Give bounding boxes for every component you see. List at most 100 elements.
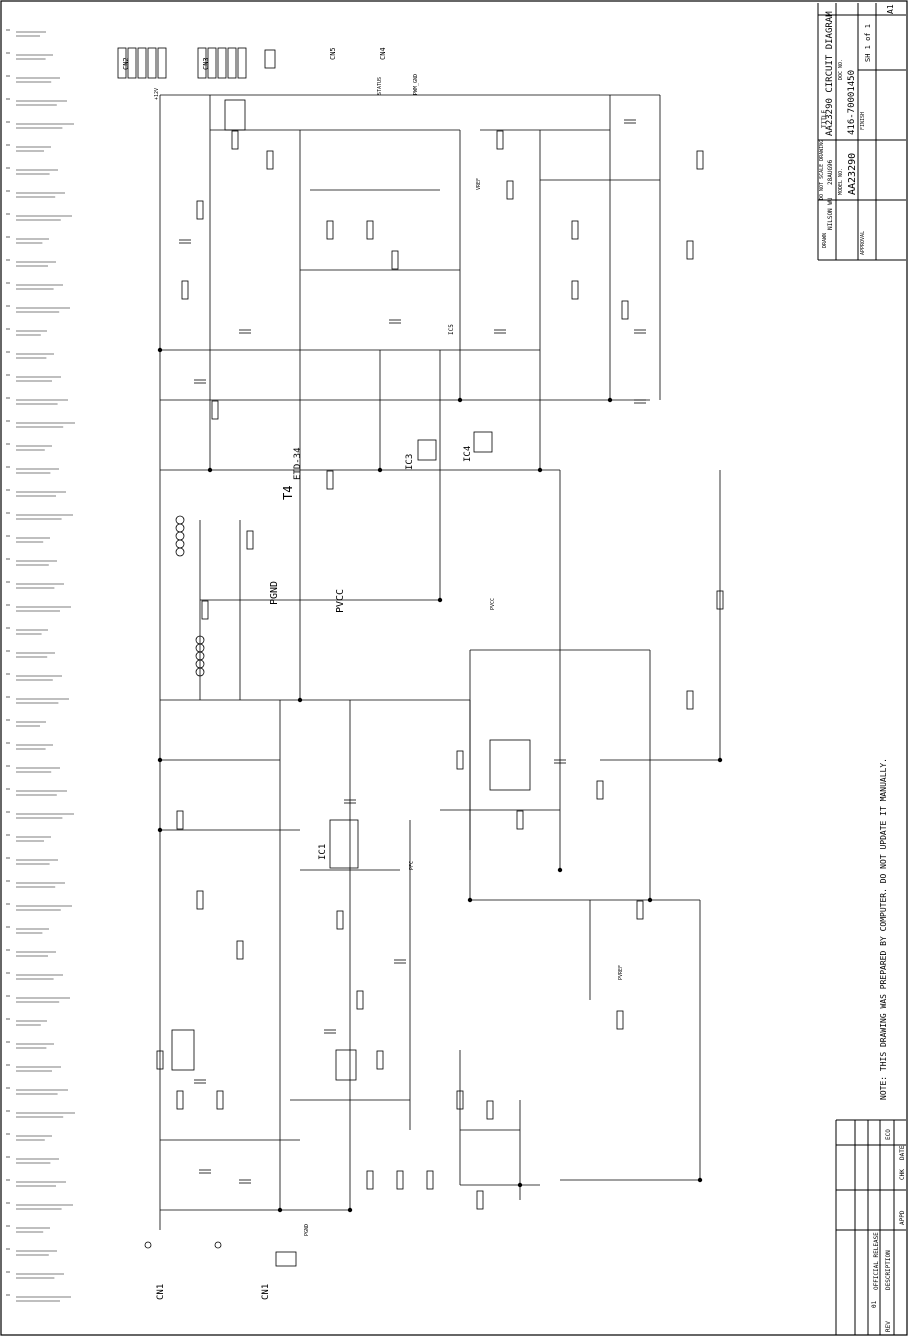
pgnd-net-label: PGND: [269, 581, 280, 605]
resistor: [636, 900, 644, 920]
eco-label: ECO: [885, 1129, 892, 1140]
ic4-body: [473, 431, 493, 453]
sheet-number: SH 1 of 1: [864, 24, 872, 62]
ic2-body: [489, 739, 531, 791]
inductor-body: [335, 1049, 357, 1081]
transformer-label: T4: [281, 486, 295, 500]
cn2-pin: [117, 47, 127, 79]
ic3-body: [417, 439, 437, 461]
sheet-size: A1: [886, 4, 895, 14]
rev-label: REV: [885, 1321, 892, 1332]
connector-pin: [264, 49, 276, 69]
drawing-title: AA23290 CIRCUIT DIAGRAM: [825, 11, 835, 136]
mains-terminal: [144, 1241, 152, 1249]
wiring: [159, 94, 721, 1230]
rev-number: 01: [871, 1300, 878, 1308]
transformer-winding: [175, 531, 185, 541]
resistor: [266, 150, 274, 170]
resistor: [426, 1170, 434, 1190]
net-pwm-gnd: PWM_GND: [413, 74, 419, 95]
ic1-label: IC1: [318, 844, 328, 860]
finish-label: FINISH: [860, 112, 866, 130]
relay-body: [224, 99, 246, 131]
net-12v: +12V: [154, 88, 160, 100]
cn5-label: CN5: [329, 47, 337, 60]
ic4-label: IC4: [463, 446, 473, 462]
ic1-body: [329, 819, 359, 869]
description-label: DESCRIPTION: [885, 1250, 892, 1290]
transformer-winding: [175, 515, 185, 525]
resistor: [326, 470, 334, 490]
left-margin-notes: [6, 29, 75, 1302]
resistor: [391, 250, 399, 270]
net-pvcc: PVCC: [490, 598, 496, 610]
transformer-winding: [175, 547, 185, 557]
resistor: [196, 200, 204, 220]
cn3-label: CN3: [202, 57, 210, 70]
resistor: [196, 890, 204, 910]
cn1-label-a: CN1: [156, 1284, 166, 1300]
drawn-by-label: DRAWN: [822, 233, 828, 248]
approval-label: APPROVAL: [860, 231, 866, 255]
cn2-pin: [137, 47, 147, 79]
transformer-core: ETD-34: [293, 447, 303, 480]
transformer-winding: [175, 523, 185, 533]
resistor: [456, 1090, 464, 1110]
resistor: [696, 150, 704, 170]
model-label: MODEL NO.: [838, 168, 844, 195]
resistor: [231, 130, 239, 150]
resistor: [516, 810, 524, 830]
components: [117, 47, 724, 1267]
date-label: DATE: [899, 1145, 906, 1160]
drawn-by: NILSON WU: [827, 197, 834, 230]
junction-dot: [517, 1182, 523, 1188]
resistor: [616, 1010, 624, 1030]
junction-dot: [157, 827, 163, 833]
resistor: [216, 1090, 224, 1110]
resistor: [201, 600, 209, 620]
fuse-body: [275, 1251, 297, 1267]
resistor: [571, 220, 579, 240]
junction-dot: [647, 897, 653, 903]
junction-dot: [377, 467, 383, 473]
junction-dot: [277, 1207, 283, 1213]
resistor: [176, 1090, 184, 1110]
junction-dot: [537, 467, 543, 473]
appd-label: APPD: [899, 1210, 906, 1225]
resistor: [486, 1100, 494, 1120]
chk-label: CHK: [899, 1169, 906, 1180]
junction-dot: [157, 757, 163, 763]
rev-description: OFFICIAL RELEASE: [873, 1232, 880, 1290]
junction-dot: [207, 467, 213, 473]
resistor: [211, 400, 219, 420]
junction-dot: [607, 397, 613, 403]
resistor: [506, 180, 514, 200]
resistor: [496, 130, 504, 150]
resistor: [571, 280, 579, 300]
mains-terminal: [214, 1241, 222, 1249]
cn4-label: CN4: [379, 47, 387, 60]
junction-dot: [297, 697, 303, 703]
junction-dot: [717, 757, 723, 763]
ic5-label: IC5: [448, 324, 455, 335]
cn2-pin: [157, 47, 167, 79]
ic3-label: IC3: [405, 454, 415, 470]
cn3-pin: [207, 47, 217, 79]
resistor: [356, 990, 364, 1010]
pvcc-net-label: PVCC: [335, 589, 346, 613]
resistor: [396, 1170, 404, 1190]
resistor: [476, 1190, 484, 1210]
resistor: [366, 220, 374, 240]
no-scale-note: DO NOT SCALE DRAWING: [819, 140, 825, 200]
resistor: [236, 940, 244, 960]
junction-dot: [347, 1207, 353, 1213]
junction-dot: [157, 347, 163, 353]
net-pvref: PVREF: [618, 965, 624, 980]
junction-dot: [557, 867, 563, 873]
transformer-winding: [175, 539, 185, 549]
resistor: [366, 1170, 374, 1190]
drawn-date: 28AUG96: [827, 159, 834, 185]
resistor: [686, 690, 694, 710]
